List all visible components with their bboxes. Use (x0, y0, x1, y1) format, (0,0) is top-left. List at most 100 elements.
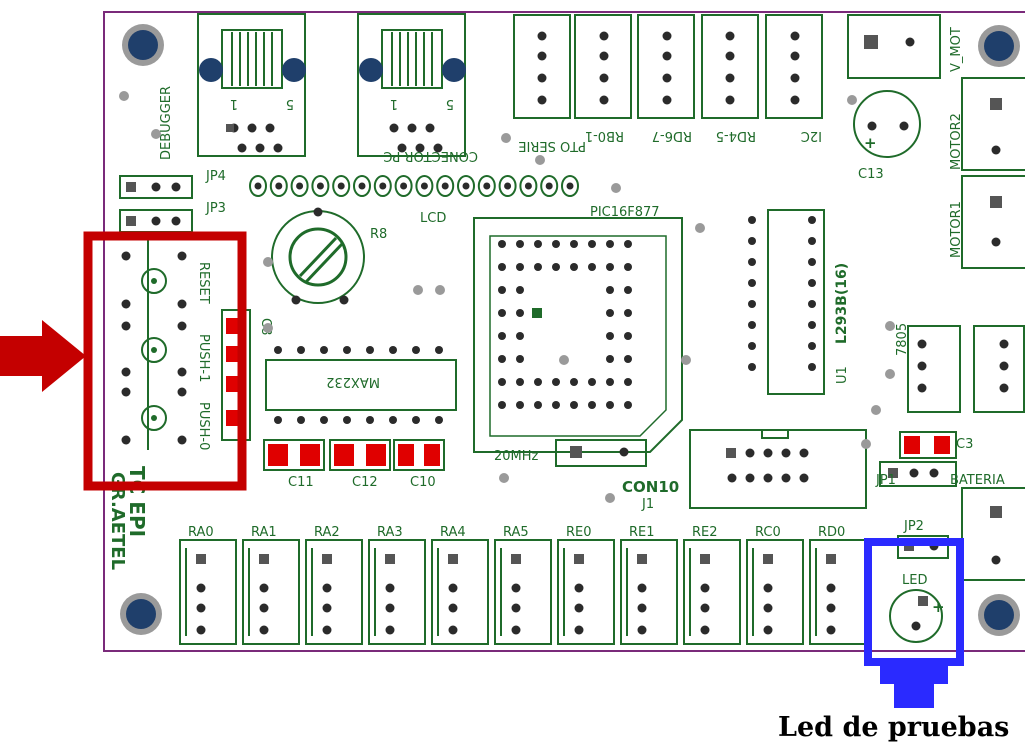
xtal-label: 20MHz (494, 449, 539, 464)
connector-rc0: RC0 (746, 525, 804, 645)
connector-pin (700, 583, 710, 593)
connector-pin (322, 583, 332, 593)
max232-pin (366, 416, 374, 424)
connector-v-mot (847, 14, 941, 79)
pic-pin (552, 378, 560, 386)
regulator-7805 (907, 325, 1025, 413)
reset-label: RESET (196, 262, 211, 304)
pic-label: PIC16F877 (590, 205, 660, 220)
capacitor-c13 (853, 90, 921, 158)
connector-pin (322, 603, 332, 613)
connector-ra3: RA3 (368, 525, 426, 645)
c11-label: C11 (288, 475, 314, 490)
pic-pin (534, 240, 542, 248)
push1-label: PUSH-1 (196, 334, 211, 382)
lcd-pin (249, 175, 267, 197)
connector-con10-j1 (689, 429, 867, 509)
push0-label: PUSH-0 (196, 402, 211, 450)
max232-pin (435, 416, 443, 424)
header-i2c (765, 14, 823, 119)
pic-pin (606, 401, 614, 409)
max232-pin (343, 416, 351, 424)
pic-pin (516, 263, 524, 271)
connector-body (305, 539, 363, 645)
pic-pin (498, 355, 506, 363)
lcd-pin (290, 175, 309, 197)
jumper-jp4 (119, 175, 193, 199)
led-label: LED (902, 573, 927, 588)
c3-label: C3 (956, 437, 973, 452)
pic-pin (534, 378, 542, 386)
l293-pin (748, 363, 756, 371)
connector-pin (511, 603, 521, 613)
connector-pin (385, 603, 395, 613)
rj-connector-debugger (197, 13, 306, 157)
connector-label: RA2 (314, 525, 340, 540)
test-led (889, 589, 943, 643)
header-rd6-7 (637, 14, 695, 119)
l293-pin (808, 363, 816, 371)
connector-bateria (961, 487, 1025, 581)
connector-label: RA3 (377, 525, 403, 540)
pic-pin (606, 309, 614, 317)
connector-pin (574, 603, 584, 613)
gr-aetel-label: GR.AETEL (107, 472, 128, 570)
pin-1-label: 1 (390, 96, 398, 111)
header-rd4-5 (701, 14, 759, 119)
pin-1-label: 1 (230, 96, 238, 111)
connector-body (431, 539, 489, 645)
l293-pin (808, 279, 816, 287)
pin-5-label: 5 (286, 96, 294, 111)
pic-pin (624, 240, 632, 248)
max232-pin (320, 346, 328, 354)
connector-label: RA4 (440, 525, 466, 540)
connector-pin (763, 603, 773, 613)
pic-pin (624, 263, 632, 271)
rj-connector-pc (357, 13, 466, 157)
c13-label: C13 (858, 167, 884, 182)
max232-pin (366, 346, 374, 354)
tc-epi-label: TC EPI (125, 466, 149, 537)
pic-pin (552, 263, 560, 271)
lcd-pin (269, 175, 288, 197)
pic-pin (570, 401, 578, 409)
lcd-pin (415, 175, 434, 197)
u1-label: U1 (835, 366, 850, 384)
connector-pin (259, 603, 269, 613)
potentiometer-r8 (271, 207, 365, 305)
lcd-pin (373, 175, 392, 197)
max232-pin (389, 346, 397, 354)
l293-pin (748, 258, 756, 266)
header-pto-serie (513, 14, 571, 119)
lcd-pin-hole (441, 182, 449, 190)
c12-label: C12 (352, 475, 378, 490)
connector-pin (763, 625, 773, 635)
connector-body (179, 539, 237, 645)
l293-pin (748, 342, 756, 350)
connector-pin1 (763, 554, 773, 564)
lcd-pin-hole (296, 182, 304, 190)
l293-pin (748, 321, 756, 329)
connector-pin (826, 625, 836, 635)
pic-pin (570, 378, 578, 386)
jp2-label: JP2 (903, 519, 924, 534)
connector-pin1 (448, 554, 458, 564)
pic-pin (624, 355, 632, 363)
pic-pin (606, 332, 614, 340)
pic-pin (624, 378, 632, 386)
l293-pin (808, 237, 816, 245)
lcd-pin-hole (275, 182, 283, 190)
max232-pin (412, 346, 420, 354)
capacitor-c3 (899, 431, 957, 459)
connector-pin1 (826, 554, 836, 564)
connector-pin1 (385, 554, 395, 564)
pic-pin (552, 240, 560, 248)
connector-body (746, 539, 804, 645)
connector-body (620, 539, 678, 645)
connector-pin (448, 583, 458, 593)
connector-body (242, 539, 300, 645)
connector-motor2 (961, 77, 1025, 171)
pic-pin (516, 286, 524, 294)
connector-pin1 (511, 554, 521, 564)
